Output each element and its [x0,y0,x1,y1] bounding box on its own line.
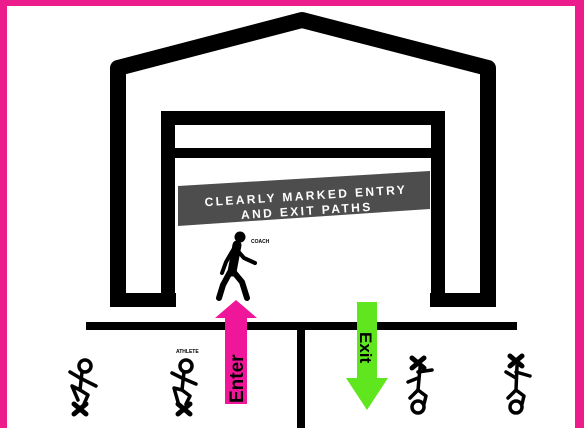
stick-figure-icon [408,358,432,413]
exit-label: Exit [356,332,375,364]
stick-figure-icon [70,360,96,414]
athlete-label: ATHLETE [176,349,199,355]
enter-label: Enter [227,354,248,403]
ground-line [86,322,517,428]
walking-person-icon [219,232,255,299]
enter-arrow: Enter [215,300,257,404]
entry-exit-banner: CLEARLY MARKED ENTRY AND EXIT PATHS [178,171,430,226]
coach-label: COACH [251,239,270,245]
garage-outline-icon [110,20,496,300]
stick-figure-icon [172,360,196,414]
stick-figure-icon [506,356,530,413]
exit-arrow: Exit [346,302,388,410]
